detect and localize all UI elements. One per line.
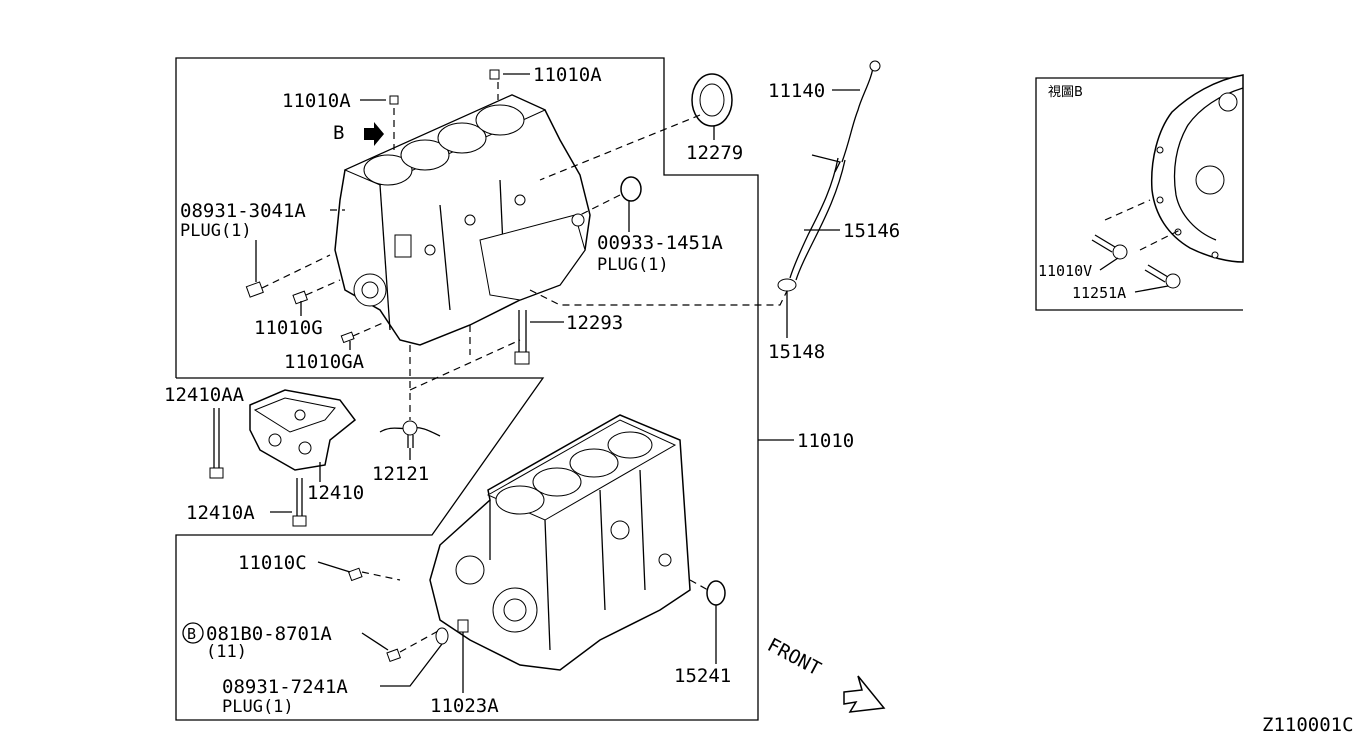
rear-plug-15241	[706, 580, 726, 606]
label-08931-7241A: 08931-7241A	[222, 676, 348, 698]
view-b-frame	[1035, 77, 1243, 311]
bolt-11251A	[1144, 264, 1181, 289]
plug-11023A	[457, 619, 469, 633]
label-11010V: 11010V	[1038, 262, 1092, 280]
label-11140: 11140	[768, 80, 825, 102]
label-view-b: 視圖B	[1048, 85, 1083, 100]
label-11010A-top: 11010A	[533, 64, 602, 86]
front-direction-arrow	[843, 675, 886, 713]
view-b-detail	[1150, 74, 1244, 263]
label-15241: 15241	[674, 665, 731, 687]
label-12410A: 12410A	[186, 502, 255, 524]
plug-11010G	[292, 290, 308, 305]
label-11010GA: 11010GA	[284, 351, 365, 373]
label-view-marker: B	[333, 122, 344, 144]
bolt-12410AA	[209, 408, 224, 479]
main-frame	[175, 57, 759, 721]
plug-00933-1451A	[620, 176, 642, 202]
plug-11010A-left	[389, 95, 399, 105]
plug-08931-3041A	[245, 281, 264, 298]
label-11010C: 11010C	[238, 552, 307, 574]
upper-cylinder-block	[334, 94, 591, 346]
circled-b-letter: B	[187, 625, 196, 643]
label-00933-1451A-qty: PLUG(1)	[597, 255, 669, 275]
label-front: FRONT	[764, 634, 825, 680]
label-12410: 12410	[307, 482, 364, 504]
label-08931-3041A: 08931-3041A	[180, 200, 306, 222]
o-ring-15148	[777, 278, 797, 292]
bolt-12410A	[292, 478, 307, 527]
label-11010: 11010	[797, 430, 854, 452]
label-081B0-8701A: 081B0-8701A	[206, 623, 332, 645]
label-00933-1451A: 00933-1451A	[597, 232, 723, 254]
ladder-frame-12410	[249, 389, 357, 471]
label-12410AA: 12410AA	[164, 384, 245, 406]
label-08931-7241A-qty: PLUG(1)	[222, 697, 294, 717]
bolt-12293	[514, 310, 530, 365]
oil-jet-12121	[379, 420, 441, 448]
bolt-081B0-8701A	[386, 648, 401, 663]
leader-lines	[255, 73, 1169, 693]
label-08931-3041A-qty: PLUG(1)	[180, 221, 252, 241]
label-12121: 12121	[372, 463, 429, 485]
label-11023A: 11023A	[430, 695, 499, 717]
lower-cylinder-block-assembly	[429, 414, 691, 671]
plug-08931-7241A	[435, 627, 449, 645]
label-081B0-8701A-qty: (11)	[206, 642, 247, 662]
label-11010A-left: 11010A	[282, 90, 351, 112]
label-12293: 12293	[566, 312, 623, 334]
plug-11010C	[347, 567, 363, 582]
plug-11010GA	[340, 331, 355, 344]
circled-b-symbol: B	[182, 622, 204, 644]
label-11251A: 11251A	[1072, 284, 1126, 302]
label-12279: 12279	[686, 142, 743, 164]
label-11010G: 11010G	[254, 317, 323, 339]
view-b-arrow	[364, 122, 384, 146]
label-15148: 15148	[768, 341, 825, 363]
plug-11010A-top	[489, 69, 500, 80]
oil-dipstick-11140	[841, 60, 881, 163]
diagram-code: Z110001C	[1262, 714, 1354, 736]
label-15146: 15146	[843, 220, 900, 242]
dipstick-guide-15146	[789, 154, 846, 281]
oil-seal-12279	[691, 73, 733, 127]
bolt-11010V	[1091, 234, 1128, 260]
